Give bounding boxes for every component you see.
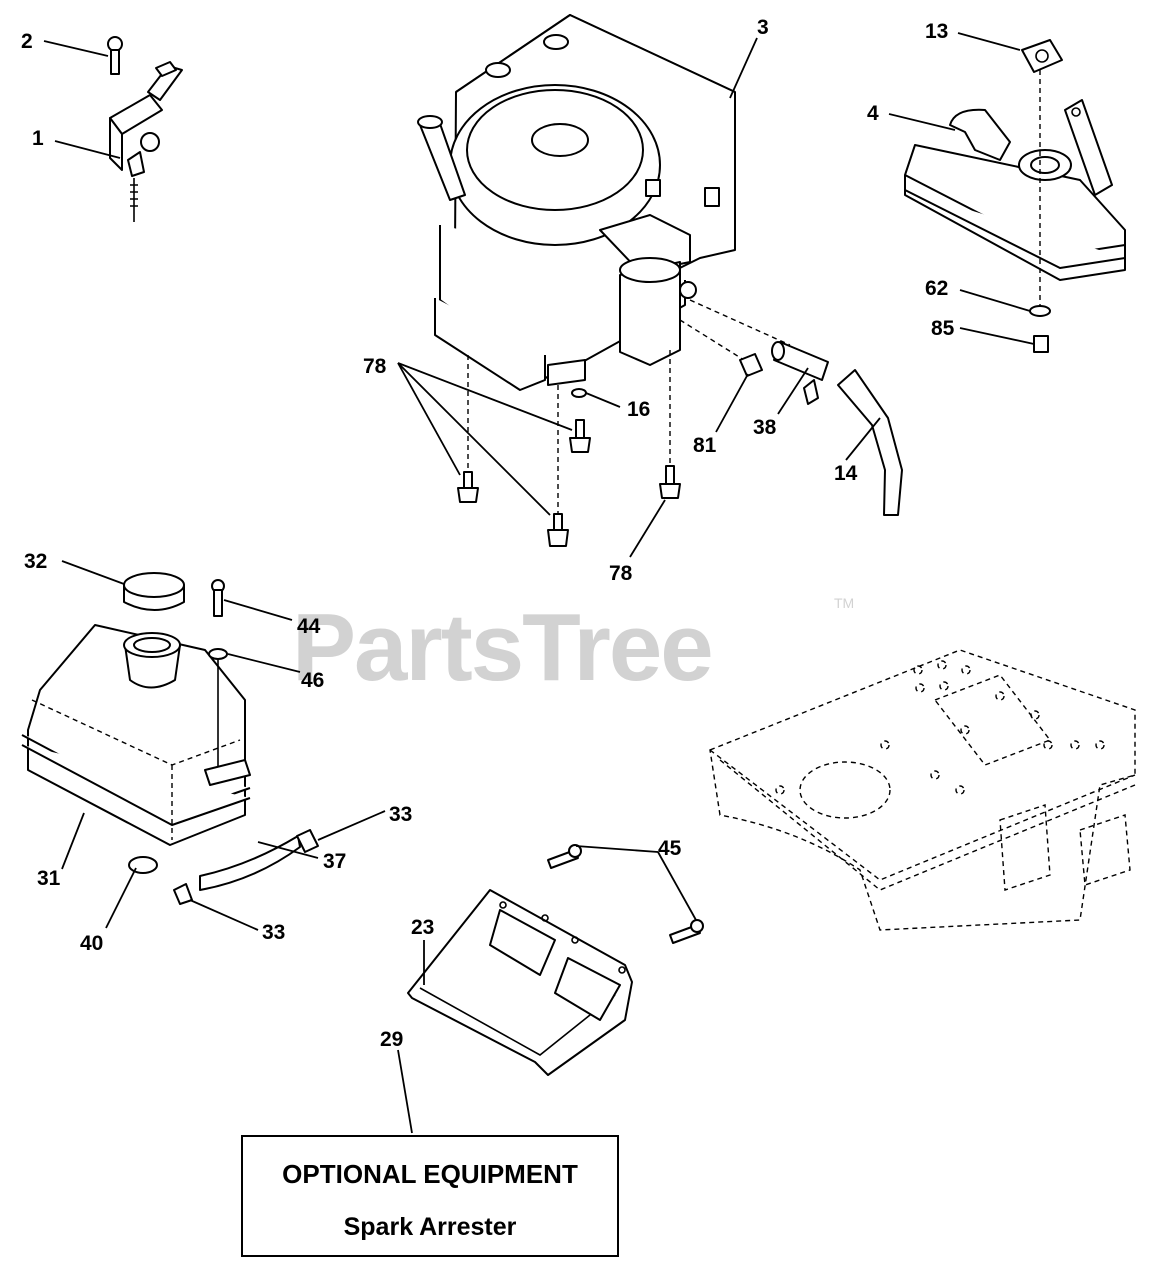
throttle-control-part[interactable]: [107, 36, 183, 222]
callout-33-upper: 33: [389, 803, 412, 826]
callout-37: 37: [323, 850, 346, 873]
callout-78-bottom: 78: [609, 562, 633, 585]
callout-4: 4: [867, 102, 879, 125]
callout-labels: 2 1 3 13 4 62 85 78 16 81 38 14 78 32 44…: [21, 16, 955, 1051]
callout-1: 1: [32, 127, 44, 150]
callout-31: 31: [37, 867, 61, 890]
muffler-part[interactable]: [904, 39, 1126, 353]
fuel-filter-assembly[interactable]: [679, 299, 903, 516]
callout-13: 13: [925, 20, 948, 43]
engine-part[interactable]: [417, 14, 736, 391]
callout-45: 45: [658, 837, 682, 860]
callout-14: 14: [834, 462, 858, 485]
callout-38: 38: [753, 416, 777, 439]
callout-46: 46: [301, 669, 324, 692]
callout-62: 62: [925, 277, 948, 300]
callout-78-top: 78: [363, 355, 387, 378]
fuel-tank-part[interactable]: [21, 572, 319, 905]
callout-3: 3: [757, 16, 769, 39]
leader-lines: [43, 32, 1035, 1134]
callout-16: 16: [627, 398, 650, 421]
optional-equipment-box: OPTIONAL EQUIPMENT Spark Arrester: [241, 1135, 619, 1257]
callout-33-lower: 33: [262, 921, 285, 944]
callout-85: 85: [931, 317, 955, 340]
callout-2: 2: [21, 30, 33, 53]
shield-plate-part[interactable]: [407, 844, 704, 1076]
callout-32: 32: [24, 550, 47, 573]
callout-40: 40: [80, 932, 103, 955]
watermark-text: PartsTree: [292, 594, 712, 701]
frame-outline: [709, 649, 1136, 931]
callout-23: 23: [411, 916, 434, 939]
engine-mount-bolts[interactable]: [457, 350, 681, 547]
optional-equipment-title: OPTIONAL EQUIPMENT: [282, 1159, 578, 1189]
watermark-trademark: TM: [834, 595, 854, 611]
callout-81: 81: [693, 434, 717, 457]
callout-29: 29: [380, 1028, 403, 1051]
spark-arrester-label: Spark Arrester: [343, 1213, 517, 1241]
callout-44: 44: [297, 615, 321, 638]
